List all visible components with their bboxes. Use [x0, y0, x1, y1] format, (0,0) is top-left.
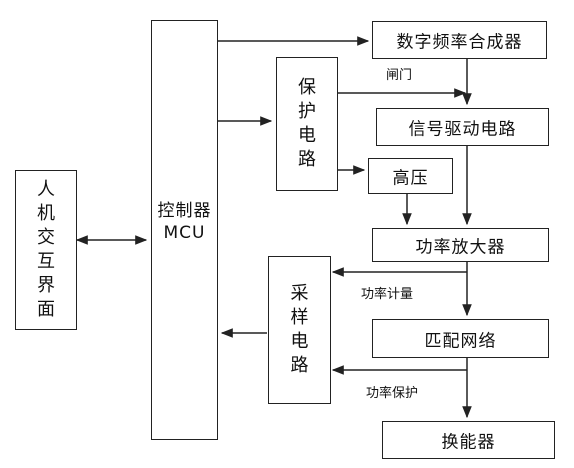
- mcu-label-en: MCU: [163, 222, 206, 243]
- protect-label: 保护电路: [298, 77, 316, 170]
- match-label: 匹配网络: [424, 331, 497, 351]
- sample-block: 采样电路: [268, 256, 331, 404]
- match-block: 匹配网络: [372, 319, 549, 358]
- mcu-label-cn: 控制器: [157, 200, 212, 221]
- hv-block: 高压: [368, 158, 453, 194]
- mcu-block: 控制器 MCU: [151, 20, 218, 440]
- power-protect-label: 功率保护: [366, 386, 419, 401]
- driver-label: 信号驱动电路: [408, 119, 517, 140]
- power-meter-label: 功率计量: [361, 287, 414, 302]
- gate-label: 闸门: [386, 68, 413, 83]
- pa-label: 功率放大器: [415, 237, 506, 258]
- synth-label: 数字频率合成器: [396, 32, 523, 53]
- mcu-label: 控制器 MCU: [152, 200, 217, 244]
- pa-block: 功率放大器: [372, 228, 549, 262]
- hv-label: 高压: [392, 168, 429, 189]
- driver-block: 信号驱动电路: [376, 108, 549, 146]
- hmi-block: 人机交互界面: [15, 170, 77, 330]
- synth-block: 数字频率合成器: [372, 21, 547, 59]
- transducer-label: 换能器: [441, 432, 496, 453]
- protect-block: 保护电路: [276, 57, 338, 191]
- transducer-block: 换能器: [382, 421, 555, 459]
- hmi-label: 人机交互界面: [37, 179, 55, 320]
- sample-label: 采样电路: [290, 283, 309, 376]
